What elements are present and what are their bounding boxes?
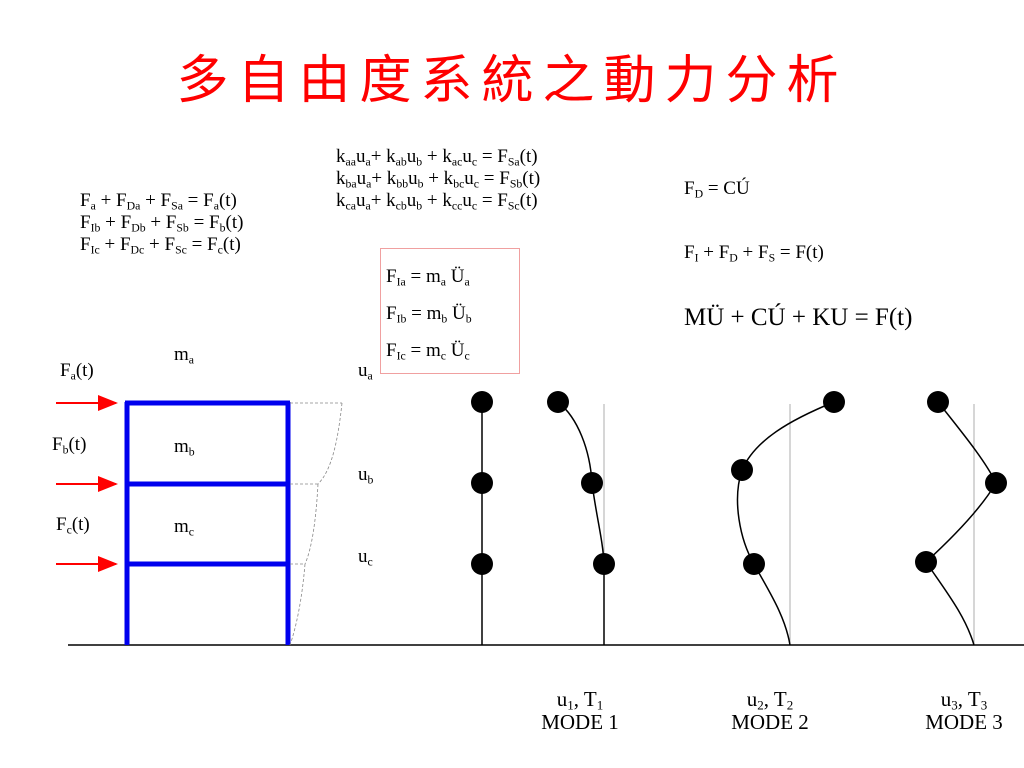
inertia-row-c: FIc = mc Üc — [386, 340, 470, 363]
mode-label-1: u1, T1 MODE 1 — [541, 687, 619, 735]
mode1-shape — [557, 401, 605, 645]
mode2-dot-a — [823, 391, 845, 413]
mass-label-b: mb — [174, 436, 195, 459]
mode3-dot-c — [915, 551, 937, 573]
mode-label-3: u3, T3 MODE 3 — [925, 687, 1003, 735]
stiffness-row-c: kcaua+ kcbub + kccuc = FSc(t) — [336, 189, 538, 212]
mass-label-c: mc — [174, 516, 195, 539]
mode1-dot-c — [593, 553, 615, 575]
inertia-equations: FIa = ma Üa FIb = mb Üb FIc = mc Üc — [386, 258, 472, 369]
force-label-c: Fc(t) — [56, 514, 90, 537]
inertia-box — [380, 248, 520, 374]
mode-label-2: u2, T2 MODE 2 — [731, 687, 809, 735]
sum-equation: FI + FD + FS = F(t) — [684, 242, 824, 265]
matrix-equation: MÜ + CÚ + KU = F(t) — [684, 304, 913, 331]
mass-dot-ref-a — [471, 391, 493, 413]
page-title: 多自由度系統之動力分析 — [176, 51, 848, 111]
mode2-dot-c — [743, 553, 765, 575]
mode3-shape — [925, 401, 997, 646]
deflected-shape — [289, 402, 343, 646]
equation-row-b: FIb + FDb + FSb = Fb(t) — [80, 211, 244, 235]
inertia-row-b: FIb = mb Üb — [386, 303, 472, 326]
stiffness-row-a: kaaua+ kabub + kacuc = FSa(t) — [336, 146, 538, 169]
stiffness-equations: kaaua+ kabub + kacuc = FSa(t) kbaua+ kbb… — [336, 146, 540, 212]
stiffness-row-b: kbaua+ kbbub + kbcuc = FSb(t) — [336, 167, 541, 191]
disp-label-b: ub — [358, 464, 374, 487]
damping-equation: FD = CÚ — [684, 178, 750, 201]
mass-label-a: ma — [174, 344, 195, 367]
equation-row-a: Fa + FDa + FSa = Fa(t) — [80, 190, 237, 213]
equation-row-c: FIc + FDc + FSc = Fc(t) — [80, 233, 241, 256]
frame — [124, 400, 291, 645]
mode1-dot-b — [581, 472, 603, 494]
mode2-dot-b — [731, 459, 753, 481]
inertia-row-a: FIa = ma Üa — [386, 266, 470, 289]
mode3-dot-b — [985, 472, 1007, 494]
force-label-b: Fb(t) — [52, 434, 87, 457]
mode2-shape — [736, 401, 835, 646]
mass-dot-ref-b — [471, 472, 493, 494]
mass-dot-ref-c — [471, 553, 493, 575]
disp-label-a: ua — [358, 360, 373, 383]
force-label-a: Fa(t) — [60, 360, 94, 383]
mode3-dot-a — [927, 391, 949, 413]
disp-label-c: uc — [358, 546, 373, 569]
force-balance-equations: Fa + FDa + FSa = Fa(t) FIb + FDb + FSb =… — [80, 190, 243, 256]
mode1-dot-a — [547, 391, 569, 413]
